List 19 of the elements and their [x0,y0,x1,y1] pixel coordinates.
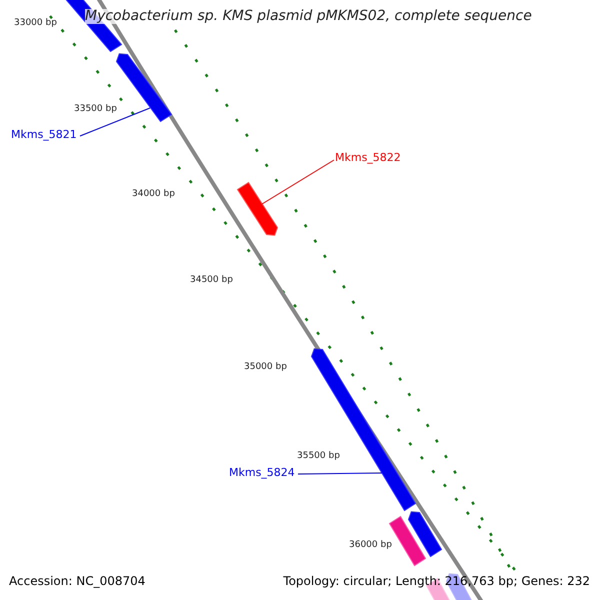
gene-feature [236,182,278,236]
title: Mycobacterium sp. KMS plasmid pMKMS02, complete sequence [85,9,532,24]
scale-label: 34000 bp [132,190,175,200]
scale-label: 35500 bp [297,452,340,462]
gene-feature [408,511,442,558]
accession-text: Accession: NC_008704 [9,575,146,588]
leader-line [80,108,150,136]
scale-label: 34500 bp [190,276,233,286]
scale-label: 33000 bp [14,19,57,29]
gene-feature [116,53,172,122]
gene-label: Mkms_5822 [335,152,401,164]
leader-line [298,472,382,474]
scale-label: 35000 bp [244,363,287,373]
scale-label: 33500 bp [74,105,117,115]
leader-line [262,160,334,204]
gene-label: Mkms_5824 [229,467,295,480]
summary-text: Topology: circular; Length: 216,763 bp; Genes: 232 [283,575,590,588]
scale-label: 36000 bp [349,541,392,551]
gene-label: Mkms_5821 [11,129,77,142]
